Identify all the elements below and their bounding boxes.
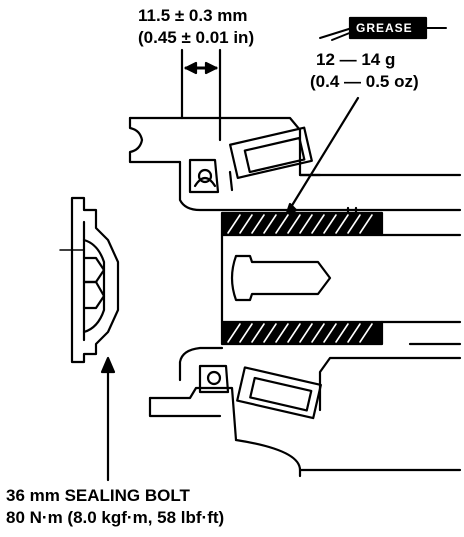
dimension-value-in: (0.45 ± 0.01 in) <box>138 28 255 47</box>
sealing-bolt-torque: 80 N·m (8.0 kgf·m, 58 lbf·ft) <box>6 508 225 527</box>
upper-housing <box>128 116 462 220</box>
upper-grease-band <box>220 211 384 237</box>
grease-leader-line <box>286 96 360 214</box>
grease-badge: GREASE <box>356 21 413 35</box>
sealing-bolt-name: 36 mm SEALING BOLT <box>6 486 190 505</box>
grease-amount-oz: (0.4 — 0.5 oz) <box>310 72 419 91</box>
bolt-leader-arrow <box>100 356 116 374</box>
lower-grease-band <box>220 320 384 346</box>
lower-bearing <box>198 364 322 420</box>
dimension-arrows <box>180 48 222 142</box>
dimension-value: 11.5 ± 0.3 mm <box>138 6 248 25</box>
grease-amount: 12 — 14 g <box>316 50 396 69</box>
sealing-bolt <box>59 196 120 364</box>
upper-bearing <box>188 126 313 194</box>
grease-tube-icon <box>319 16 447 41</box>
lower-housing <box>148 346 462 478</box>
pinion-shaft <box>220 233 462 346</box>
